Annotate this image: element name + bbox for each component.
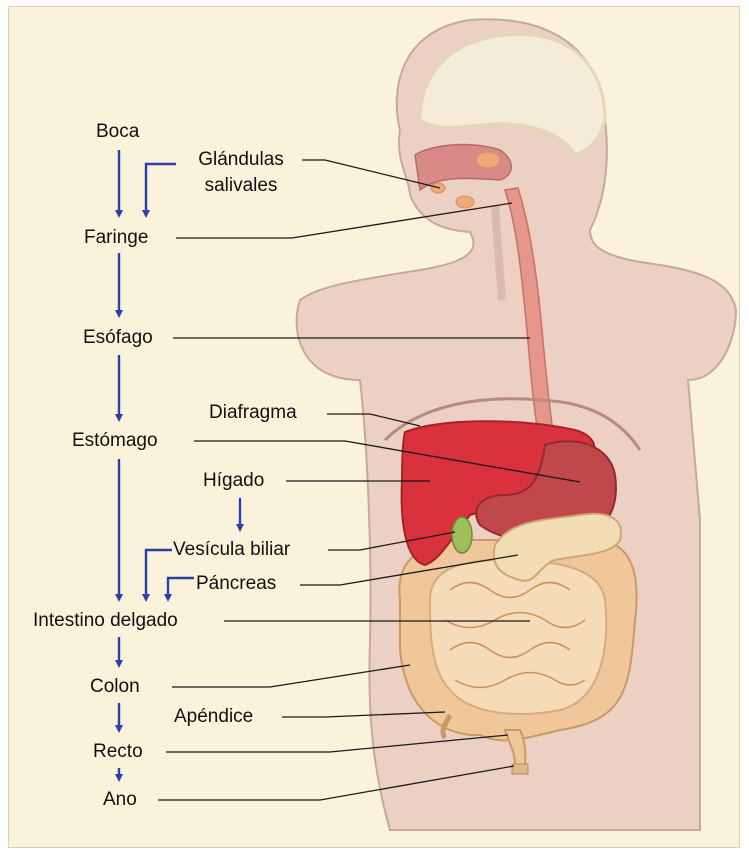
- label-esofago: Esófago: [83, 327, 153, 349]
- label-vesicula: Vesícula biliar: [173, 539, 290, 561]
- arrow-pancreas-intestino: [168, 578, 194, 598]
- small-intestine-shape: [430, 560, 606, 714]
- arrow-glandulas-faringe: [146, 164, 176, 214]
- salivary-gland-shape: [476, 152, 500, 168]
- label-pancreas: Páncreas: [196, 573, 276, 595]
- label-glandulas: Glándulas: [176, 149, 306, 171]
- label-diafragma: Diafragma: [209, 402, 297, 424]
- label-intestino: Intestino delgado: [33, 610, 178, 632]
- label-colon: Colon: [90, 676, 140, 698]
- anus-shape: [512, 764, 528, 774]
- label-boca: Boca: [96, 121, 139, 143]
- label-higado: Hígado: [203, 470, 264, 492]
- label-estomago: Estómago: [72, 430, 158, 452]
- gallbladder-shape: [452, 517, 472, 553]
- label-recto: Recto: [93, 741, 143, 763]
- label-apendice: Apéndice: [174, 706, 253, 728]
- label-salivales: salivales: [176, 175, 306, 197]
- label-faringe: Faringe: [84, 227, 148, 249]
- salivary-gland-shape-2: [456, 196, 474, 208]
- label-ano: Ano: [103, 789, 137, 811]
